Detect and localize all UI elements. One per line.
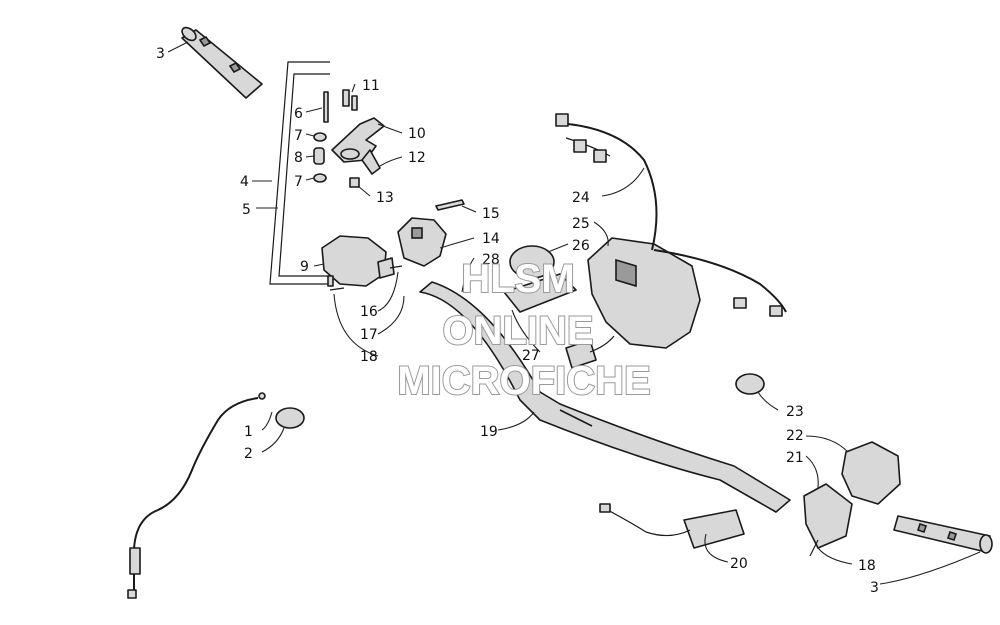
callout-22: 22 — [786, 428, 804, 444]
callout-20: 20 — [730, 556, 748, 572]
callout-13: 13 — [376, 190, 394, 206]
callout-3-left: 3 — [156, 46, 165, 62]
callout-25: 25 — [572, 216, 590, 232]
callout-labels: 3 6 7 8 7 11 10 12 13 4 5 9 15 14 28 16 … — [156, 46, 879, 596]
watermark-line-3: MICROFICHE — [397, 359, 650, 403]
callout-27: 27 — [522, 348, 540, 364]
right-hand-grip — [893, 515, 993, 554]
callout-1: 1 — [244, 424, 253, 440]
callout-8: 8 — [294, 150, 303, 166]
callout-11: 11 — [362, 78, 380, 94]
left-hand-grip — [181, 26, 263, 99]
pin-washer-group — [313, 91, 329, 183]
callout-23: 23 — [786, 404, 804, 420]
throttle-cable — [127, 392, 305, 599]
left-switch-housing — [321, 235, 403, 291]
callout-18-left: 18 — [360, 349, 378, 365]
callout-3-right: 3 — [870, 580, 879, 596]
clamp-ring — [735, 373, 765, 395]
callout-2: 2 — [244, 446, 253, 462]
wiring-harness — [555, 113, 787, 353]
callout-12: 12 — [408, 150, 426, 166]
callout-7-lower: 7 — [294, 174, 303, 190]
grip-heater-element — [599, 503, 745, 549]
callout-10: 10 — [408, 126, 426, 142]
watermark-line-1: HLSM — [461, 257, 574, 301]
callout-28: 28 — [482, 252, 500, 268]
callout-17: 17 — [360, 327, 378, 343]
callout-26: 26 — [572, 238, 590, 254]
callout-7-upper: 7 — [294, 128, 303, 144]
watermark: HLSM ONLINE MICROFICHE — [396, 256, 651, 404]
callout-5: 5 — [242, 202, 251, 218]
bracket-frame — [269, 61, 330, 285]
throttle-lever-assembly — [331, 89, 385, 188]
callout-24: 24 — [572, 190, 590, 206]
callout-16: 16 — [360, 304, 378, 320]
callout-9: 9 — [300, 259, 309, 275]
brake-lever-switch — [397, 199, 465, 267]
callout-4: 4 — [240, 174, 249, 190]
callout-14: 14 — [482, 231, 500, 247]
callout-6: 6 — [294, 106, 303, 122]
callout-21: 21 — [786, 450, 804, 466]
watermark-line-2: ONLINE — [442, 309, 593, 353]
handlebar — [419, 281, 791, 513]
leader-lines — [167, 41, 981, 585]
right-switch-housing — [803, 441, 901, 557]
callout-18-right: 18 — [858, 558, 876, 574]
right-control-housing — [503, 237, 701, 369]
callout-19: 19 — [480, 424, 498, 440]
callout-15: 15 — [482, 206, 500, 222]
